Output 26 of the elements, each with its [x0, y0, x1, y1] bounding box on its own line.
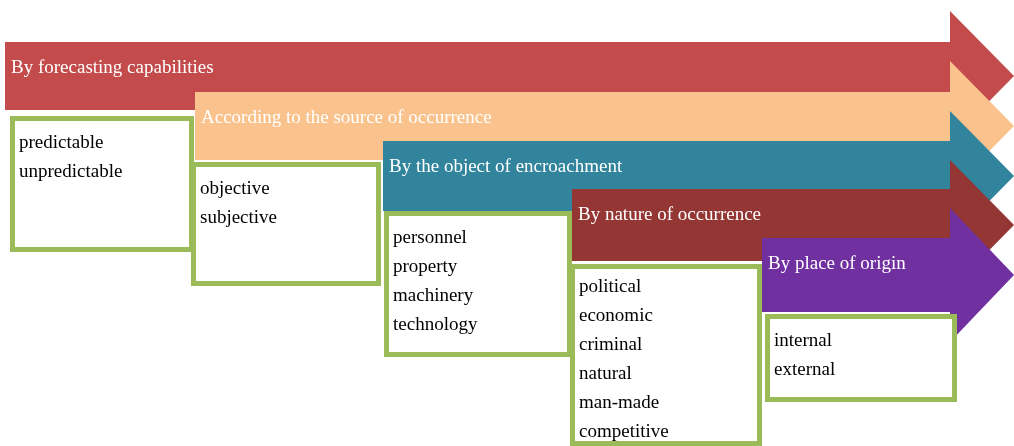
list-item: competitive [579, 419, 669, 443]
list-box [384, 211, 572, 357]
category-heading: By place of origin [768, 252, 906, 274]
list-item: technology [393, 312, 478, 336]
list-item: political [579, 274, 642, 298]
list-item: predictable [19, 130, 104, 154]
list-item: internal [774, 328, 833, 352]
list-item: natural [579, 361, 632, 385]
list-box [10, 116, 194, 252]
list-item: machinery [393, 283, 474, 307]
list-item: subjective [200, 205, 278, 229]
list-item: economic [579, 303, 653, 327]
list-box [191, 162, 381, 286]
list-item: objective [200, 176, 270, 200]
list-item: personnel [393, 225, 467, 249]
list-box [570, 264, 762, 446]
category-heading: According to the source of occurrence [201, 106, 492, 128]
category-heading: By forecasting capabilities [11, 56, 214, 78]
category-heading: By nature of occurrence [578, 203, 762, 225]
list-item: property [393, 254, 458, 278]
list-item: external [774, 357, 836, 381]
list-box [765, 314, 957, 402]
list-item: criminal [579, 332, 643, 356]
list-item: man-made [579, 390, 660, 414]
list-item: unpredictable [19, 159, 123, 183]
category-heading: By the object of encroachment [389, 155, 623, 177]
